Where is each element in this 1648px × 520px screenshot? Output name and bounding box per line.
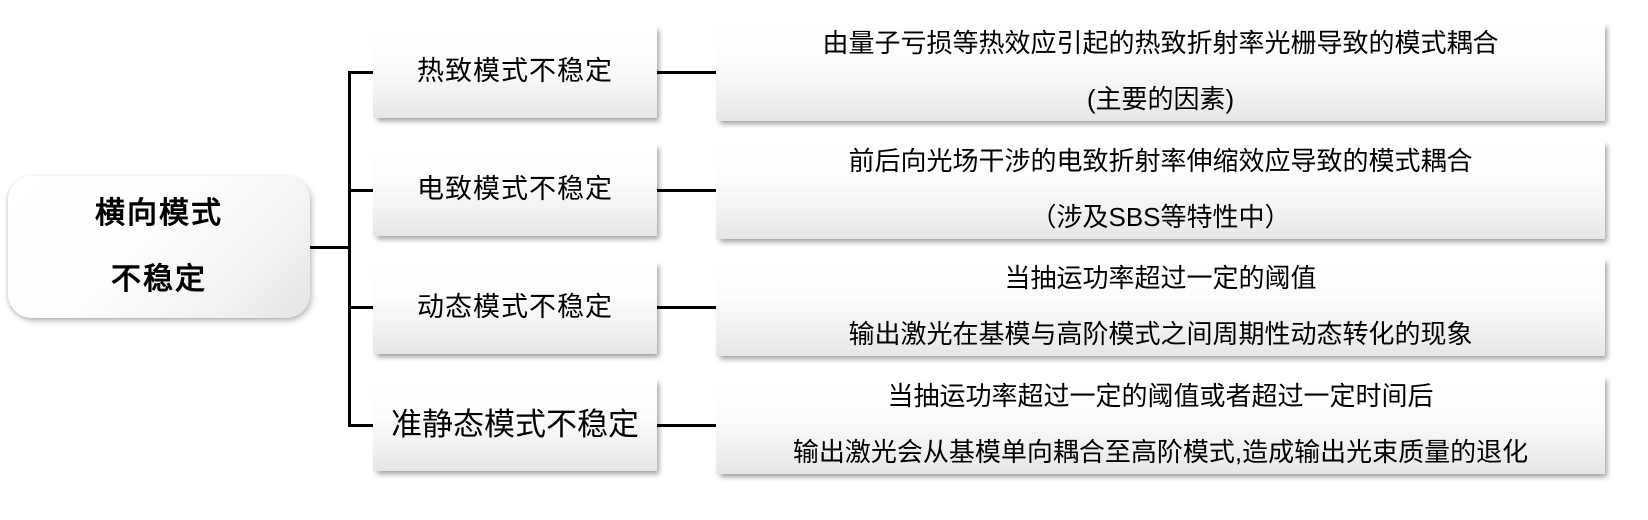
connector-trunk-to-branch-4 [348,424,375,427]
connector-trunk-to-branch-1 [348,71,375,74]
detail-node-3[interactable]: 当抽运功率超过一定的阈值 输出激光在基模与高阶模式之间周期性动态转化的现象 [716,257,1605,356]
branch-node-4[interactable]: 准静态模式不稳定 [373,378,657,471]
branch-node-4-label: 准静态模式不稳定 [391,406,639,442]
detail-node-1-line-1: 由量子亏损等热效应引起的热致折射率光栅导致的模式耦合 [822,28,1499,59]
branch-node-3-label: 动态模式不稳定 [417,292,613,323]
detail-node-1-line-2: (主要的因素) [1086,83,1235,114]
connector-root-to-trunk [310,246,351,249]
connector-branch-3-to-detail-3 [657,306,717,309]
branch-node-1-label: 热致模式不稳定 [417,56,613,87]
connector-branch-4-to-detail-4 [657,424,717,427]
detail-node-4-line-2: 输出激光会从基模单向耦合至高阶模式,造成输出光束质量的退化 [792,436,1529,467]
detail-node-1[interactable]: 由量子亏损等热效应引起的热致折射率光栅导致的模式耦合 (主要的因素) [716,22,1605,121]
detail-node-2-line-2: （涉及SBS等特性中） [1030,201,1291,232]
branch-node-3[interactable]: 动态模式不稳定 [373,261,657,354]
branch-node-2[interactable]: 电致模式不稳定 [373,143,657,236]
detail-node-4-line-1: 当抽运功率超过一定的阈值或者超过一定时间后 [887,381,1434,412]
detail-node-3-line-1: 当抽运功率超过一定的阈值 [1004,263,1317,294]
connector-branch-1-to-detail-1 [657,71,717,74]
branch-node-2-label: 电致模式不稳定 [417,174,613,205]
root-node[interactable]: 横向模式 不稳定 [8,176,310,318]
root-node-line-2: 不稳定 [111,263,207,296]
detail-node-3-line-2: 输出激光在基模与高阶模式之间周期性动态转化的现象 [848,318,1473,349]
connector-branch-2-to-detail-2 [657,189,717,192]
connector-trunk-to-branch-2 [348,189,375,192]
connector-trunk-vertical [348,71,351,427]
branch-node-1[interactable]: 热致模式不稳定 [373,25,657,118]
detail-node-4[interactable]: 当抽运功率超过一定的阈值或者超过一定时间后 输出激光会从基模单向耦合至高阶模式,… [716,375,1605,474]
connector-trunk-to-branch-3 [348,306,375,309]
detail-node-2-line-1: 前后向光场干涉的电致折射率伸缩效应导致的模式耦合 [848,146,1473,177]
root-node-line-1: 横向模式 [95,196,223,230]
detail-node-2[interactable]: 前后向光场干涉的电致折射率伸缩效应导致的模式耦合 （涉及SBS等特性中） [716,140,1605,239]
